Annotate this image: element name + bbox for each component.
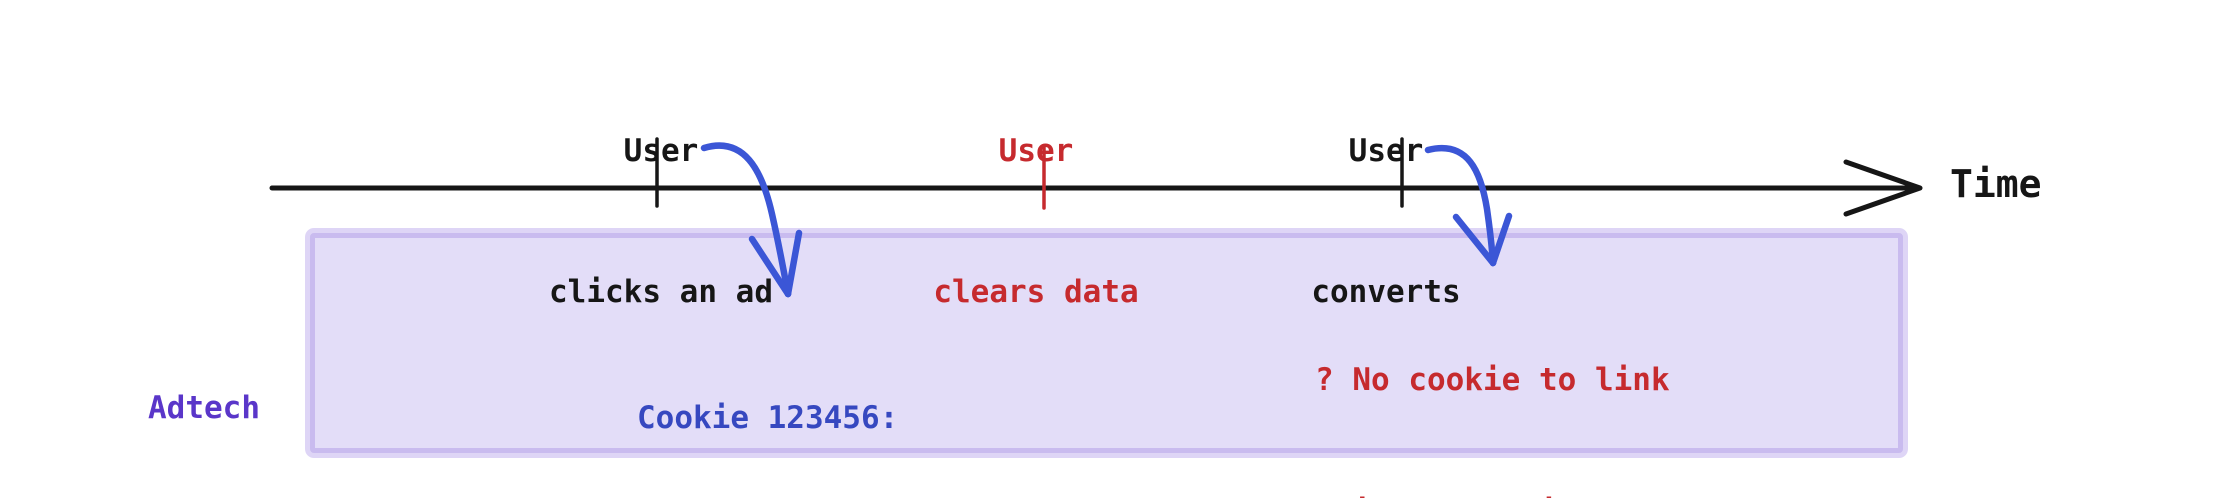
time-axis-arrowhead-icon: [1843, 159, 1923, 217]
event-label-user-clicks-ad: User clicks an ad: [549, 34, 773, 410]
time-axis-label: Time: [1950, 162, 2042, 206]
event-label-line: User: [623, 133, 699, 169]
event-label-line: clicks an ad: [549, 274, 773, 310]
no-cookie-conversion-note: ? No cookie to link this conversion to ⇒…: [1315, 270, 1670, 498]
adtech-server-box: [310, 233, 1903, 453]
cookie-note-line: Cookie 123456:: [637, 400, 899, 436]
event-label-line: converts: [1311, 274, 1461, 310]
click-to-cookie-arrow-icon: [700, 142, 803, 298]
adtech-server-lane-label: Adtech server: [148, 291, 260, 498]
no-cookie-note-line: this conversion to: [1315, 490, 1670, 498]
lane-label-line: Adtech: [148, 390, 260, 426]
event-label-line: clears data: [933, 274, 1139, 310]
event-label-line: User: [998, 133, 1074, 169]
conversion-to-note-arrow-icon: [1424, 145, 1513, 267]
event-label-user-converts: User converts: [1311, 34, 1460, 410]
event-label-line: User: [1348, 133, 1424, 169]
event-label-user-clears-data: User clears data: [933, 34, 1138, 410]
cookie-logged-note: Cookie 123456: Ad clicked: [637, 303, 898, 498]
no-cookie-note-line: ? No cookie to link: [1315, 362, 1670, 398]
